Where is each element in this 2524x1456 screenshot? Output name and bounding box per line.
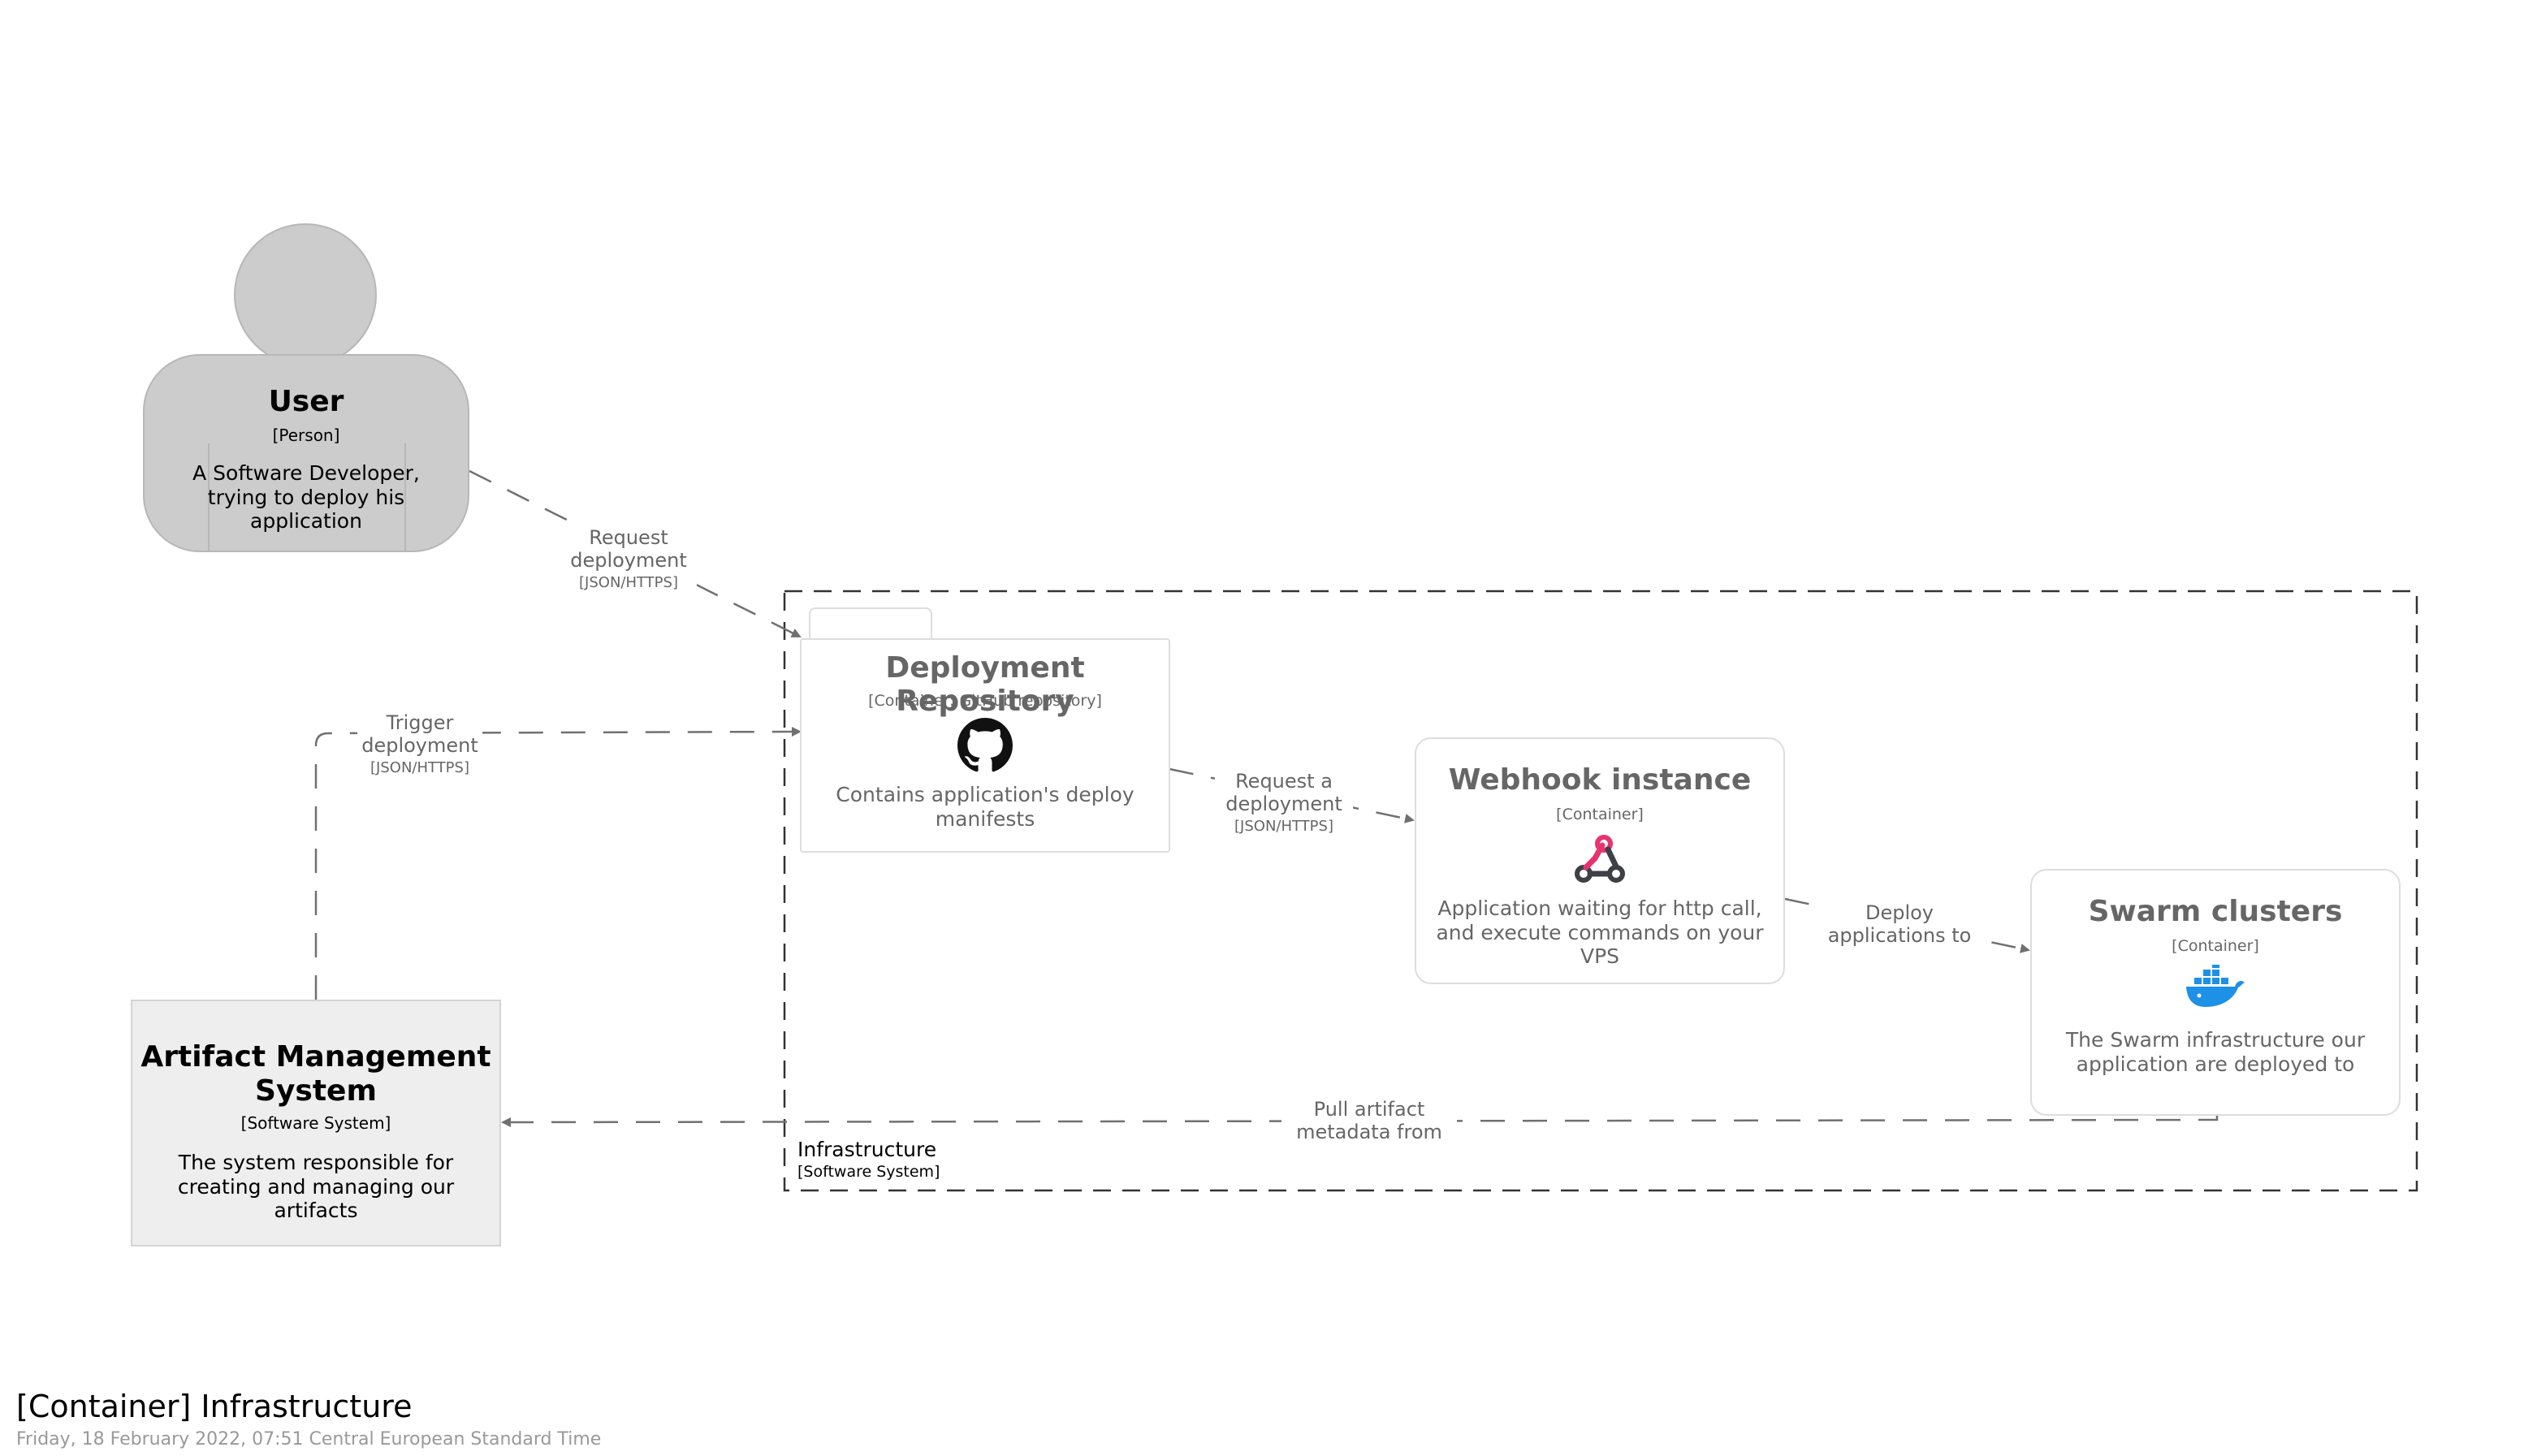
user-description: A Software Developer, trying to deploy h… (192, 461, 420, 533)
artifact-management-system[interactable]: Artifact Management System [Software Sys… (131, 1000, 501, 1246)
label-repo-to-webhook: Request a deployment [JSON/HTTPS] (1215, 770, 1353, 835)
deployment-repository-container[interactable]: Deployment Repository [Container: GitHub… (800, 638, 1170, 853)
label-webhook-to-swarm: Deploy applications to (1824, 901, 1975, 948)
infrastructure-boundary (783, 590, 2418, 1192)
person-divider (404, 443, 406, 551)
relationship-technology: [JSON/HTTPS] (1234, 817, 1333, 835)
container-description: Application waiting for http call, and e… (1436, 896, 1764, 968)
boundary-name: Infrastructure (797, 1138, 937, 1161)
github-icon (957, 718, 1013, 776)
user-meta: [Person] (272, 426, 340, 445)
edge-artifact-to-repo[interactable] (314, 727, 802, 1000)
container-name: Deployment Repository (885, 651, 1085, 718)
boundary-meta: [Software System] (797, 1163, 940, 1181)
system-description: The system responsible for creating and … (177, 1151, 455, 1222)
container-name: Swarm clusters (2088, 895, 2343, 928)
docker-icon (2183, 961, 2248, 1013)
container-description: Contains application's deploy manifests (836, 783, 1135, 831)
label-swarm-to-artifact: Pull artifact metadata from (1281, 1098, 1457, 1144)
relationship-description: Request deployment (570, 526, 687, 572)
boundary-label: Infrastructure [Software System] (797, 1138, 940, 1181)
webhook-instance-container[interactable]: Webhook instance [Container] Application… (1415, 737, 1785, 984)
container-meta: [Container: GitHub repository] (868, 692, 1102, 710)
diagram-timestamp: Friday, 18 February 2022, 07:51 Central … (16, 1429, 602, 1450)
container-name: Webhook instance (1448, 763, 1752, 797)
label-user-to-repo: Request deployment [JSON/HTTPS] (560, 526, 697, 591)
repository-tab (809, 607, 932, 640)
relationship-technology: [JSON/HTTPS] (579, 573, 678, 591)
relationship-technology: [JSON/HTTPS] (370, 758, 469, 776)
relationship-description: Deploy applications to (1827, 901, 1972, 948)
edge-swarm-to-artifact[interactable] (501, 1114, 2219, 1127)
swarm-clusters-container[interactable]: Swarm clusters [Container] The Swarm inf… (2030, 869, 2401, 1116)
relationship-description: Pull artifact metadata from (1296, 1098, 1442, 1144)
container-meta: [Container] (2172, 937, 2259, 955)
user-person[interactable]: User [Person] A Software Developer, tryi… (143, 354, 469, 552)
container-description: The Swarm infrastructure our application… (2065, 1028, 2366, 1076)
relationship-description: Trigger deployment (361, 711, 478, 758)
webhook-icon (1571, 833, 1629, 893)
diagram-title: [Container] Infrastructure (16, 1389, 413, 1424)
system-meta: [Software System] (240, 1113, 391, 1133)
relationship-description: Request a deployment (1225, 770, 1342, 816)
user-person-head[interactable] (234, 223, 377, 366)
system-name: Artifact Management System (140, 1040, 491, 1108)
user-name: User (268, 385, 344, 418)
person-divider (208, 443, 210, 551)
container-meta: [Container] (1556, 806, 1644, 823)
label-artifact-to-repo: Trigger deployment [JSON/HTTPS] (357, 711, 482, 776)
